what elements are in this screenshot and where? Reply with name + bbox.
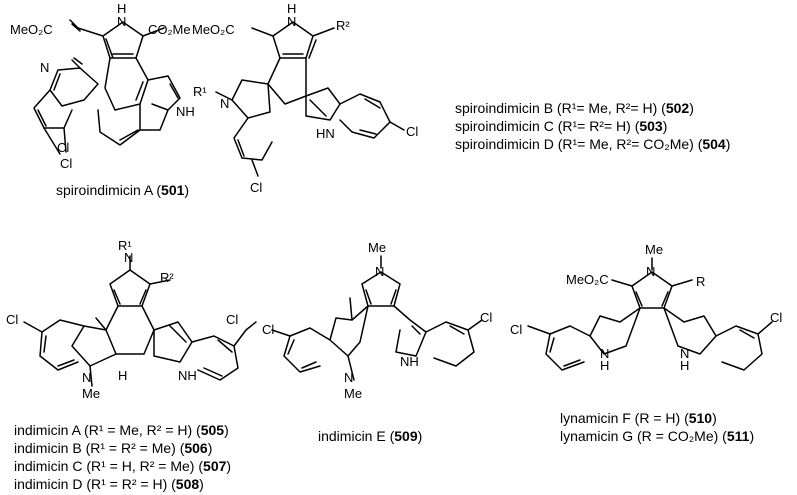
caption-502: spiroindimicin B (R¹= Me, R²= H) (502) <box>455 100 694 116</box>
atom-n-left-510: N <box>600 346 609 361</box>
caption-511: lynamicin G (R = CO₂Me) (511) <box>560 428 755 444</box>
atom-n-509: N <box>375 264 384 279</box>
atom-me-top-509: Me <box>368 240 386 255</box>
atom-n-501: N <box>117 14 126 29</box>
atom-me-510: Me <box>645 242 663 257</box>
atom-n-510: N <box>646 264 655 279</box>
atom-n-me-505: N <box>82 370 91 385</box>
atom-n-505: N <box>124 250 133 265</box>
caption-501: spiroindimicin A (501) <box>56 182 190 198</box>
caption-503: spiroindimicin C (R¹= R²= H) (503) <box>455 118 668 134</box>
atom-cl-right-502: Cl <box>406 124 418 139</box>
atom-cl-right-509: Cl <box>480 310 492 325</box>
atom-cl-2-501: Cl <box>60 156 72 171</box>
atom-h-right-510: H <box>680 358 689 373</box>
atom-me-505: Me <box>82 386 100 401</box>
atom-cl-right-505: Cl <box>226 312 238 327</box>
atom-r2-505: R² <box>160 270 174 285</box>
atom-nh-509: NH <box>400 354 419 369</box>
atom-nh-501: NH <box>176 104 195 119</box>
atom-r2-502: R² <box>336 18 350 33</box>
structure-502-504: MeO₂C H N R² R¹ N HN Cl Cl <box>192 1 418 195</box>
atom-h-502: H <box>287 1 296 16</box>
atom-r1-502: R¹ <box>193 84 207 99</box>
atom-n-502: N <box>220 96 229 111</box>
atom-meo2c-502: MeO₂C <box>192 22 235 37</box>
caption-506: indimicin B (R¹ = R² = Me) (506) <box>14 440 213 456</box>
atom-cl-bottom-502: Cl <box>250 180 262 195</box>
atom-h-501: H <box>117 1 126 16</box>
caption-510: lynamicin F (R = H) (510) <box>560 410 717 426</box>
caption-505: indimicin A (R¹ = Me, R² = H) (505) <box>14 422 229 438</box>
atom-n-indolenine-501: N <box>40 60 49 75</box>
atom-hn-502: HN <box>316 126 335 141</box>
atom-me-bottom-509: Me <box>344 386 362 401</box>
atom-cl-left-510: Cl <box>510 322 522 337</box>
atom-nh-left-510: H <box>600 358 609 373</box>
atom-cl-1-501: Cl <box>57 140 69 155</box>
atom-n-right-510: N <box>680 346 689 361</box>
atom-cl-right-510: Cl <box>770 310 782 325</box>
atom-cl-left-505: Cl <box>6 312 18 327</box>
atom-r-510: R <box>696 274 705 289</box>
atom-nh-505: NH <box>178 368 197 383</box>
caption-509: indimicin E (509) <box>318 428 423 444</box>
atom-cl-left-509: Cl <box>262 322 274 337</box>
atom-n-bottom-509: N <box>344 370 353 385</box>
caption-507: indimicin C (R¹ = H, R² = Me) (507) <box>14 458 232 474</box>
caption-508: indimicin D (R¹ = R² = H) (508) <box>14 476 204 492</box>
atom-meo2c-501: MeO₂C <box>10 22 53 37</box>
caption-504: spiroindimicin D (R¹= Me, R²= CO₂Me) (50… <box>455 136 731 152</box>
atom-co2me-501: CO₂Me <box>148 22 191 37</box>
structure-501: MeO₂C CO₂Me H N N NH Cl Cl <box>10 1 195 171</box>
atom-n-502: N <box>287 14 296 29</box>
atom-r1-505: R¹ <box>118 238 132 253</box>
structure-509: Me N Cl Cl N Me NH <box>262 240 492 401</box>
structure-510-511: Me N MeO₂C R Cl Cl H N H N <box>510 242 782 373</box>
atom-h-505: H <box>118 368 127 383</box>
atom-meo2c-510: MeO₂C <box>566 272 609 287</box>
structure-505-508: R¹ N R² Cl Cl N Me H NH <box>6 238 257 401</box>
